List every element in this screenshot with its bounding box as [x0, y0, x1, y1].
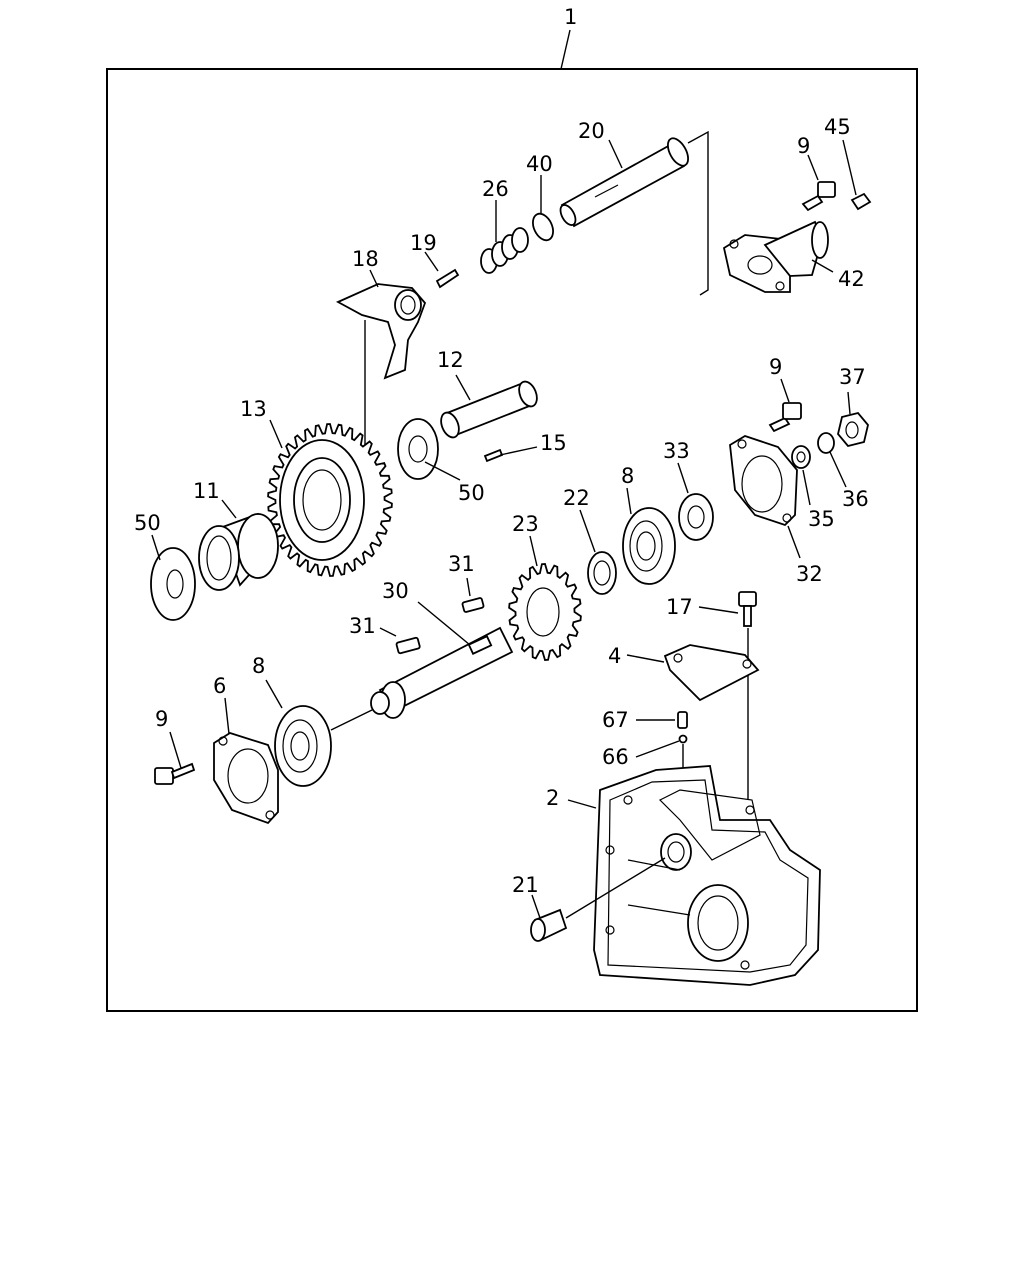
part-30-main-shaft	[370, 626, 514, 719]
callout-13: 13	[240, 397, 267, 421]
part-19-pin	[435, 268, 460, 289]
part-8-bearing-upper	[622, 507, 676, 585]
part-17-bolt	[738, 591, 757, 627]
part-35-washer	[791, 445, 811, 469]
part-32-flange	[729, 435, 798, 527]
callout-9-top: 9	[797, 134, 810, 158]
callout-30: 30	[382, 579, 409, 603]
part-20-shaft	[559, 137, 689, 228]
callout-35: 35	[808, 507, 835, 531]
assembly-frame	[106, 68, 918, 1012]
callout-9-middle: 9	[769, 355, 782, 379]
callout-2: 2	[546, 786, 559, 810]
callout-1: 1	[564, 5, 577, 29]
part-50-washer-upper	[397, 418, 439, 480]
part-2-case	[593, 765, 821, 986]
callout-19: 19	[410, 231, 437, 255]
callout-22: 22	[563, 486, 590, 510]
part-67-dowel	[677, 711, 688, 729]
callout-8-upper: 8	[621, 464, 634, 488]
callout-45: 45	[824, 115, 851, 139]
part-26-spring	[480, 227, 529, 274]
callout-67: 67	[602, 708, 629, 732]
callout-50-upper: 50	[458, 481, 485, 505]
callout-37: 37	[839, 365, 866, 389]
callout-8-lower: 8	[252, 654, 265, 678]
callout-31-lower: 31	[349, 614, 376, 638]
part-45-fitting	[850, 192, 872, 211]
part-9-bolt-top	[801, 181, 836, 212]
part-31-key-lower	[395, 636, 421, 655]
callout-11: 11	[193, 479, 220, 503]
part-18-shift-fork	[335, 283, 427, 380]
part-6-flange	[213, 732, 279, 825]
callout-6: 6	[213, 674, 226, 698]
callout-26: 26	[482, 177, 509, 201]
part-36-lock-washer	[817, 432, 835, 454]
part-50-washer-lower	[150, 547, 196, 621]
part-9-bolt-middle	[768, 402, 802, 433]
part-11-needle-bearing	[198, 512, 279, 591]
callout-9-lower: 9	[155, 707, 168, 731]
part-33-seal	[678, 493, 714, 541]
callout-33: 33	[663, 439, 690, 463]
part-37-nut	[837, 411, 869, 448]
part-42-housing	[722, 220, 829, 293]
callout-66: 66	[602, 745, 629, 769]
part-31-key-upper	[461, 597, 485, 613]
part-8-bearing-lower	[274, 705, 332, 787]
callout-32: 32	[796, 562, 823, 586]
part-15-pin	[483, 448, 504, 463]
part-13-large-gear	[267, 423, 393, 577]
callout-4: 4	[608, 644, 621, 668]
callout-labels: 1 20 40 26 19 18 9 45 42 12 15 50 13 11 …	[134, 5, 869, 897]
part-9-bolt-lower	[154, 762, 196, 785]
callout-12: 12	[437, 348, 464, 372]
leader-lines	[151, 139, 857, 919]
part-12-pin-shaft	[440, 380, 538, 439]
part-66-ball	[678, 734, 688, 744]
callout-21: 21	[512, 873, 539, 897]
callout-15: 15	[540, 431, 567, 455]
callout-42: 42	[838, 267, 865, 291]
part-4-gasket	[663, 644, 760, 702]
callout-20: 20	[578, 119, 605, 143]
callout-36: 36	[842, 487, 869, 511]
callout-40: 40	[526, 152, 553, 176]
callout-18: 18	[352, 247, 379, 271]
part-23-small-gear	[508, 563, 582, 661]
part-40-o-ring	[532, 212, 554, 242]
callout-17: 17	[666, 595, 693, 619]
callout-31-upper: 31	[448, 552, 475, 576]
part-21-plug	[530, 908, 568, 942]
callout-50-lower: 50	[134, 511, 161, 535]
callout-23: 23	[512, 512, 539, 536]
part-22-seal	[587, 551, 617, 595]
